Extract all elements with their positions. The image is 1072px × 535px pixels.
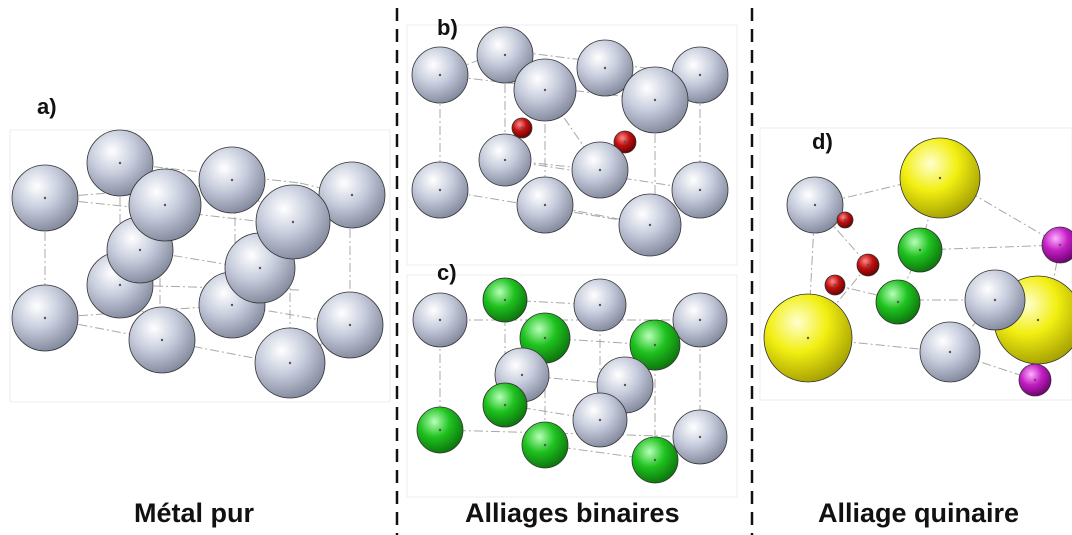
atom-center-dot [698,318,702,322]
atom-center-dot [938,176,942,180]
atom-center-dot [350,193,354,197]
atom-center-dot [118,283,122,287]
atom-center-dot [948,350,952,354]
atom-center-dot [698,435,702,439]
atom-center-dot [993,298,997,302]
atom-center-dot [1058,243,1062,247]
bond-line-d [919,244,1061,251]
atom-center-dot [503,403,507,407]
atom-center-dot [598,303,602,307]
atom-center-dot [258,266,262,270]
atom-center-dot [138,248,142,252]
atom-center-dot [918,248,922,252]
atom-center-dot [438,73,442,77]
atom-center-dot [43,196,47,200]
panel-frames [9,24,1072,498]
atom-center-dot [623,383,627,387]
atom-center-dot [833,283,837,287]
magenta-atom-panel-d [1041,226,1072,264]
atom-center-dot [653,458,657,462]
atom-center-dot [598,418,602,422]
atoms [11,26,1072,484]
atom-center-dot [603,66,607,70]
atom-center-dot [653,343,657,347]
atom-center-dot [438,428,442,432]
atom-center-dot [520,373,524,377]
atom-center-dot [1036,318,1040,322]
atom-center-dot [1033,378,1037,382]
dashed-separators [395,8,754,535]
atom-center-dot [866,263,870,267]
atom-center-dot [163,203,167,207]
atom-center-dot [520,126,524,130]
atom-center-dot [598,168,602,172]
atom-center-dot [648,223,652,227]
atom-center-dot [806,336,810,340]
atom-center-dot [543,443,547,447]
atom-center-dot [623,140,627,144]
panel-label-d: d) [812,129,833,154]
bond-line-b [504,159,601,171]
atom-center-dot [438,188,442,192]
atom-center-dot [348,323,352,327]
atom-center-dot [291,220,295,224]
atom-center-dot [653,98,657,102]
bond-line-c [504,299,601,306]
atom-center-dot [503,158,507,162]
atom-center-dot [813,203,817,207]
bond-line-c [439,429,701,438]
atom-center-dot [843,218,847,222]
caption-pure-metal: Métal pur [134,498,255,528]
atom-center-dot [230,178,234,182]
atom-center-dot [43,316,47,320]
atom-center-dot [118,161,122,165]
panel-label-a: a) [37,94,57,119]
atom-center-dot [288,361,292,365]
caption-quinary-alloy: Alliage quinaire [818,498,1020,528]
atom-center-dot [160,338,164,342]
atom-center-dot [698,188,702,192]
atom-center-dot [503,298,507,302]
atom-center-dot [230,303,234,307]
atom-center-dot [438,318,442,322]
atom-center-dot [698,73,702,77]
atom-center-dot [543,336,547,340]
caption-binary-alloys: Alliages binaires [465,498,680,528]
atom-center-dot [543,88,547,92]
atom-center-dot [543,203,547,207]
panel-label-b: b) [437,15,458,40]
atom-center-dot [503,53,507,57]
bond-line-d [807,264,869,339]
atom-center-dot [896,300,900,304]
panel-label-c: c) [437,260,457,285]
